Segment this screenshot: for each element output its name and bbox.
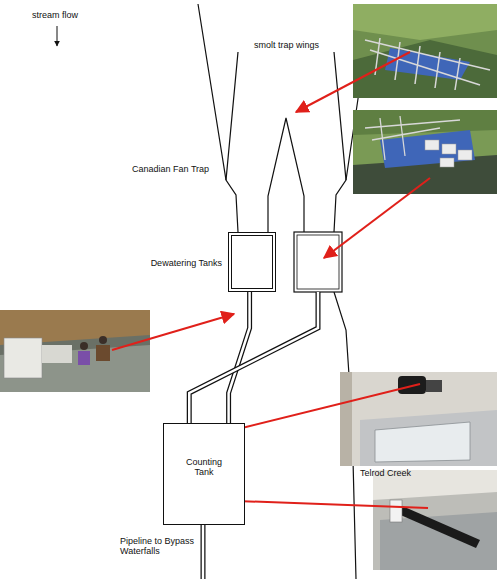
- dewatering-tank: [294, 232, 342, 292]
- flow-arrow: [57, 26, 58, 46]
- outlet-pipe: [203, 525, 204, 579]
- pipe-bore: [189, 292, 318, 423]
- callout-arrows: [112, 52, 430, 508]
- pipe-bore: [229, 292, 250, 423]
- photo-tank-inlet: [373, 470, 497, 570]
- tank-label: Counting Tank: [179, 457, 229, 478]
- pipe-connector: [229, 292, 250, 423]
- photo-trap-wings: [353, 4, 497, 98]
- dewatering-tank: Dewatering Tanks: [228, 232, 276, 292]
- photo-workers: [0, 310, 150, 392]
- counting-tank: Counting Tank: [163, 423, 245, 525]
- dewatering-tank-inner: [297, 235, 339, 289]
- part-label: Pipeline to Bypass Waterfalls: [120, 536, 198, 557]
- part-label: smolt trap wings: [254, 40, 319, 50]
- part-label: stream flow: [32, 10, 78, 20]
- tank-heading: Dewatering Tanks: [151, 258, 222, 268]
- part-label: Telrod Creek: [360, 468, 411, 478]
- pipe-line: [189, 292, 318, 423]
- photo-counting-tank: [340, 372, 497, 466]
- part-label: Canadian Fan Trap: [132, 164, 209, 174]
